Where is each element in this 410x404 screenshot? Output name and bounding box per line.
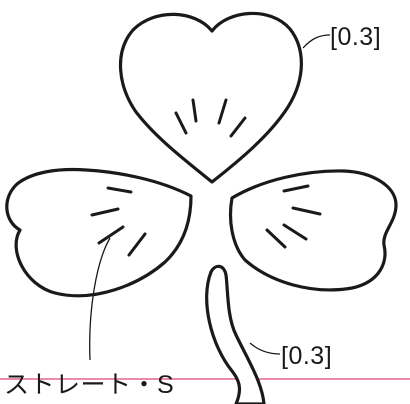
stitch-leader-line xyxy=(89,237,111,361)
left-vein-3 xyxy=(97,225,125,245)
right-vein-3 xyxy=(282,223,308,241)
stitch-name-label: ストレート・S xyxy=(4,371,174,399)
left-vein-4 xyxy=(127,232,147,257)
right-vein-4 xyxy=(265,228,287,249)
right-leaf-stitches xyxy=(265,184,322,249)
right-vein-1 xyxy=(282,184,310,193)
top-vein-2 xyxy=(174,111,188,135)
left-vein-1 xyxy=(106,186,133,194)
top-heart-leaf xyxy=(119,11,303,184)
top-vein-1 xyxy=(191,98,198,123)
top-leaf-leader-line xyxy=(302,34,331,49)
left-vein-2 xyxy=(90,207,120,217)
top-leaf-value-label: [0.3] xyxy=(330,23,381,51)
right-vein-2 xyxy=(291,206,322,216)
top-leaf-stitches xyxy=(174,98,247,138)
stem-leader-line xyxy=(249,342,281,355)
top-vein-3 xyxy=(217,98,228,125)
stem-value-label: [0.3] xyxy=(281,342,332,370)
top-vein-4 xyxy=(229,116,247,138)
stem-outline xyxy=(205,264,266,404)
left-heart-leaf xyxy=(5,167,193,298)
left-leaf-stitches xyxy=(90,186,147,257)
right-heart-leaf xyxy=(228,169,398,292)
